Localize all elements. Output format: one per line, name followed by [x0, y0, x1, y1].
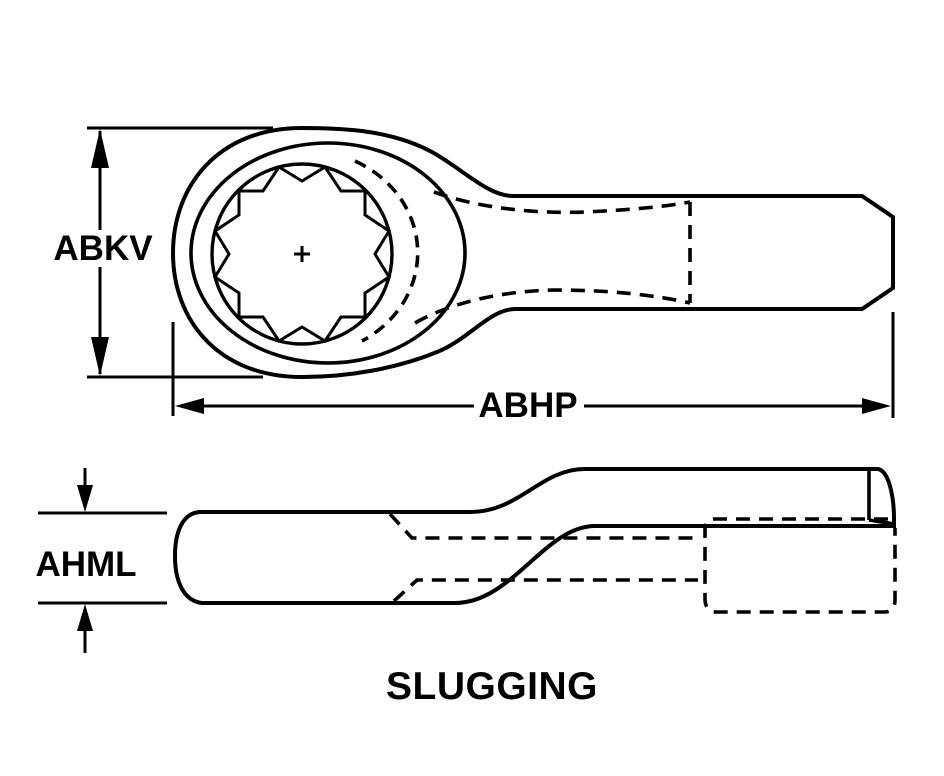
ring-face-ellipse: [189, 141, 467, 365]
hidden-handle-line-bottom: [414, 288, 691, 325]
bore-center-mark: [294, 246, 310, 262]
abkv-arrowhead-down: [91, 337, 109, 376]
abkv-arrowhead-up: [91, 129, 109, 168]
top-view-outline: [170, 125, 895, 380]
hidden-flank-line-lower: [392, 578, 698, 603]
abhp-arrowhead-right: [862, 398, 891, 414]
side-view-outline: [172, 467, 896, 605]
hidden-flank-line-upper: [388, 512, 698, 540]
diagram-title: SLUGGING: [386, 665, 598, 708]
ahml-dimension: AHML: [35, 468, 167, 653]
abkv-label: ABKV: [53, 229, 153, 268]
ring-bore-circle: [210, 162, 394, 346]
ahml-arrowhead-down: [77, 485, 93, 512]
ahml-label: AHML: [35, 545, 136, 584]
abhp-arrowhead-left: [175, 398, 204, 414]
abkv-dimension: ABKV: [53, 126, 273, 379]
ahml-arrowhead-up: [77, 604, 93, 631]
abhp-dimension: ABHP: [171, 312, 895, 425]
hidden-striking-head-outline: [703, 517, 897, 614]
abhp-label: ABHP: [478, 386, 577, 425]
socket-12point-profile: [212, 164, 392, 344]
side-face-line: [867, 469, 895, 526]
